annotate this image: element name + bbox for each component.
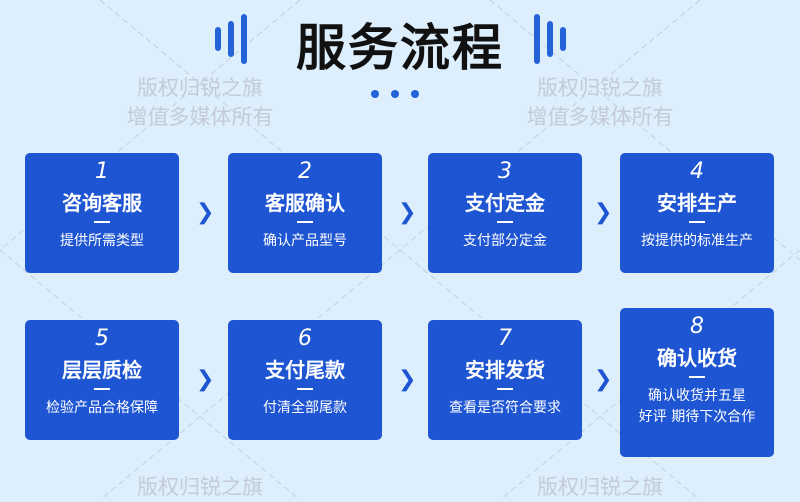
divider bbox=[689, 376, 705, 378]
watermark: 版权归锐之旗 bbox=[137, 475, 263, 499]
step-description: 确认收货并五星 bbox=[648, 388, 746, 404]
divider bbox=[689, 221, 705, 223]
dots-divider bbox=[371, 90, 419, 98]
step-title: 确认收货 bbox=[657, 346, 737, 370]
step-description: 查看是否符合要求 bbox=[449, 400, 561, 416]
watermark: 版权归锐之旗 bbox=[537, 475, 663, 499]
chevron-right-icon: ❯ bbox=[196, 367, 215, 392]
step-description: 按提供的标准生产 bbox=[641, 233, 753, 249]
step-card-8: 8 确认收货 确认收货并五星好评 期待下次合作 bbox=[620, 308, 774, 457]
step-description: 支付部分定金 bbox=[463, 233, 547, 249]
step-title: 客服确认 bbox=[265, 191, 345, 215]
watermark: 版权归锐之旗增值多媒体所有 bbox=[126, 76, 274, 129]
step-title: 层层质检 bbox=[62, 358, 142, 382]
divider bbox=[94, 221, 110, 223]
chevron-right-icon: ❯ bbox=[398, 200, 417, 225]
step-description: 确认产品型号 bbox=[263, 233, 347, 249]
step-description: 付清全部尾款 bbox=[263, 400, 347, 416]
chevron-right-icon: ❯ bbox=[196, 200, 215, 225]
step-card-2: 2 客服确认 确认产品型号 bbox=[228, 153, 382, 273]
step-title: 安排生产 bbox=[657, 191, 737, 215]
step-number: 5 bbox=[95, 326, 109, 351]
step-number: 1 bbox=[95, 159, 109, 184]
watermark: 版权归锐之旗增值多媒体所有 bbox=[526, 76, 674, 129]
step-number: 8 bbox=[690, 314, 704, 339]
step-number: 2 bbox=[298, 159, 312, 184]
step-card-3: 3 支付定金 支付部分定金 bbox=[428, 153, 582, 273]
step-number: 7 bbox=[498, 326, 512, 351]
step-description: 检验产品合格保障 bbox=[46, 400, 158, 416]
page-title: 服务流程 bbox=[296, 19, 504, 77]
step-number: 3 bbox=[498, 159, 512, 184]
divider bbox=[94, 388, 110, 390]
step-title: 支付定金 bbox=[465, 191, 545, 215]
divider bbox=[297, 221, 313, 223]
step-title: 支付尾款 bbox=[265, 358, 345, 382]
step-number: 4 bbox=[690, 159, 704, 184]
step-card-4: 4 安排生产 按提供的标准生产 bbox=[620, 153, 774, 273]
step-title: 咨询客服 bbox=[62, 191, 142, 215]
divider bbox=[497, 221, 513, 223]
divider bbox=[297, 388, 313, 390]
chevron-right-icon: ❯ bbox=[594, 367, 613, 392]
step-title: 安排发货 bbox=[465, 358, 545, 382]
step-number: 6 bbox=[298, 326, 312, 351]
step-card-1: 1 咨询客服 提供所需类型 bbox=[25, 153, 179, 273]
step-card-6: 6 支付尾款 付清全部尾款 bbox=[228, 320, 382, 440]
title-decoration-left bbox=[215, 14, 247, 64]
divider bbox=[497, 388, 513, 390]
step-card-5: 5 层层质检 检验产品合格保障 bbox=[25, 320, 179, 440]
title-decoration-right bbox=[534, 14, 566, 64]
chevron-right-icon: ❯ bbox=[398, 367, 417, 392]
chevron-right-icon: ❯ bbox=[594, 200, 613, 225]
step-description: 提供所需类型 bbox=[60, 233, 144, 249]
step-description-2: 好评 期待下次合作 bbox=[638, 409, 756, 425]
step-card-7: 7 安排发货 查看是否符合要求 bbox=[428, 320, 582, 440]
